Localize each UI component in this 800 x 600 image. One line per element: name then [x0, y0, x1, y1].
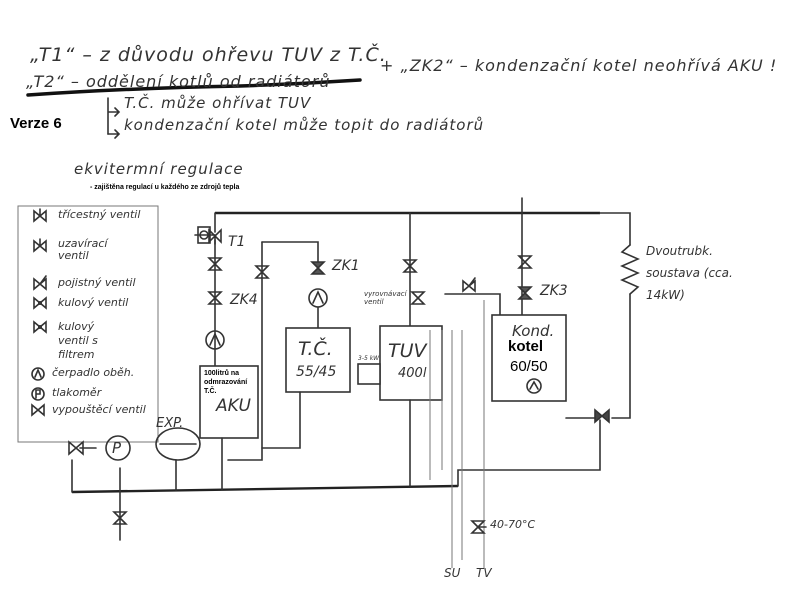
zk3-valve: [517, 286, 533, 300]
small-box-label: 3-5 kW: [358, 355, 380, 362]
zk4-label: ZK4: [230, 292, 258, 308]
note-line2-struck: „T2“ – oddělení kotlů od radiátorů: [26, 72, 331, 91]
return-main-right: [457, 419, 601, 487]
tc-temp: 55/45: [296, 364, 337, 380]
small-box: [357, 363, 381, 385]
legend-label-safety: pojistný ventil: [58, 276, 136, 289]
left-valve: [68, 440, 84, 456]
safety-valve-zk2: [462, 277, 476, 293]
valve-tc-left: [254, 265, 270, 279]
pipe-tc-return: [261, 241, 319, 271]
note-line2-right: + „ZK2“ – kondenzační kotel neohřívá AKU…: [380, 56, 778, 75]
pipe-zk2: [444, 293, 501, 321]
kotel-temp: 60/50: [510, 358, 548, 375]
radiator-label: Dvoutrubk. soustava (cca. 14kW): [646, 244, 733, 302]
drain-valve-icon: [31, 403, 45, 417]
aku-label: AKU: [216, 396, 251, 416]
legend-label-gauge: tlakoměr: [52, 386, 102, 399]
pipe-tuv-cold: [429, 330, 443, 480]
aku-note: 100litrů na odmrazování T.Č.: [204, 370, 248, 395]
pipe-left-branch: [71, 459, 177, 541]
pump-tuv-label: vyrovnávací ventil: [364, 290, 407, 306]
pump-aku: [205, 330, 225, 350]
t1-three-way-valve: [197, 226, 222, 245]
regulation-note: - zajištěna regulací u každého ze zdrojů…: [90, 184, 240, 191]
legend-label-ball-filter: kulový ventil s filtrem: [58, 320, 98, 361]
arrow-sub2: [107, 129, 121, 139]
legend-label-drain: vypouštěcí ventil: [52, 403, 146, 416]
expansion-label: EXP.: [156, 416, 184, 431]
note-line1: „T1“ – z důvodu ohřevu TUV z T.Č.: [30, 44, 387, 66]
note-sub1: T.Č. může ohřívat TUV: [124, 94, 312, 112]
expansion-vessel: [155, 427, 201, 461]
aku-tank: [199, 365, 259, 439]
ball-valve-icon: [33, 296, 47, 310]
tc-name: T.Č.: [298, 338, 333, 360]
three-way-valve-icon: [33, 208, 47, 223]
ball-valve-filter-icon: [33, 320, 47, 334]
zk3-label: ZK3: [540, 283, 568, 299]
radiator-coil: [620, 244, 640, 295]
kotel-hand-label: Kond.: [512, 322, 555, 340]
version-label: Verze 6: [10, 115, 62, 132]
mixing-valve: [470, 520, 487, 534]
valve-tuv-1: [402, 259, 418, 273]
pipe-radiator-top: [599, 212, 631, 246]
legend-label-ball: kulový ventil: [58, 296, 129, 309]
valve-kotel-1: [517, 255, 533, 269]
pipe-tuv-hot: [451, 300, 485, 560]
valve-aku-1: [207, 257, 223, 271]
pump-tc: [308, 288, 328, 308]
kotel-box: [491, 314, 567, 402]
legend-label-three-way: třícestný ventil: [58, 208, 141, 221]
kotel-print-label: kotel: [508, 338, 544, 355]
mix-temp-label: 40-70°C: [490, 518, 536, 531]
tc-box: [285, 327, 351, 393]
outlet-tv: TV: [476, 566, 492, 580]
gauge-label: P: [112, 439, 122, 457]
tuv-name: TUV: [388, 340, 427, 362]
regulation-title: ekvitermní regulace: [74, 160, 244, 178]
valve-radiator-return: [594, 408, 610, 424]
gauge-icon: [105, 435, 131, 461]
return-main: [71, 484, 459, 494]
zk1-label: ZK1: [332, 258, 360, 274]
valve-aku-2: [207, 291, 223, 305]
valve-tuv-2: [410, 291, 426, 305]
tuv-tank: [379, 325, 443, 401]
legend-label-pump: čerpadlo oběh.: [52, 366, 135, 379]
pressure-gauge-icon: [31, 387, 45, 401]
safety-valve-icon: [33, 275, 47, 291]
zk1-valve: [310, 261, 326, 275]
legend-box: [17, 205, 159, 443]
note-sub2: kondenzační kotel může topit do radiátor…: [124, 116, 485, 134]
circulation-pump-icon: [31, 367, 45, 381]
kotel-burner-icon: [526, 378, 542, 394]
shutoff-valve-icon: [33, 238, 47, 253]
pipe-radiator-down: [611, 293, 631, 419]
outlet-su: SU: [444, 566, 461, 580]
tuv-size: 400l: [398, 366, 427, 381]
arrow-sub1: [107, 97, 121, 135]
strike-line: [26, 78, 362, 97]
t1-label: T1: [228, 234, 246, 250]
pipe-tc-out: [261, 391, 301, 449]
legend-label-shutoff: uzavírací ventil: [58, 237, 108, 262]
drain-valve-bottom: [112, 511, 128, 525]
pipe-tc-left: [227, 241, 263, 461]
